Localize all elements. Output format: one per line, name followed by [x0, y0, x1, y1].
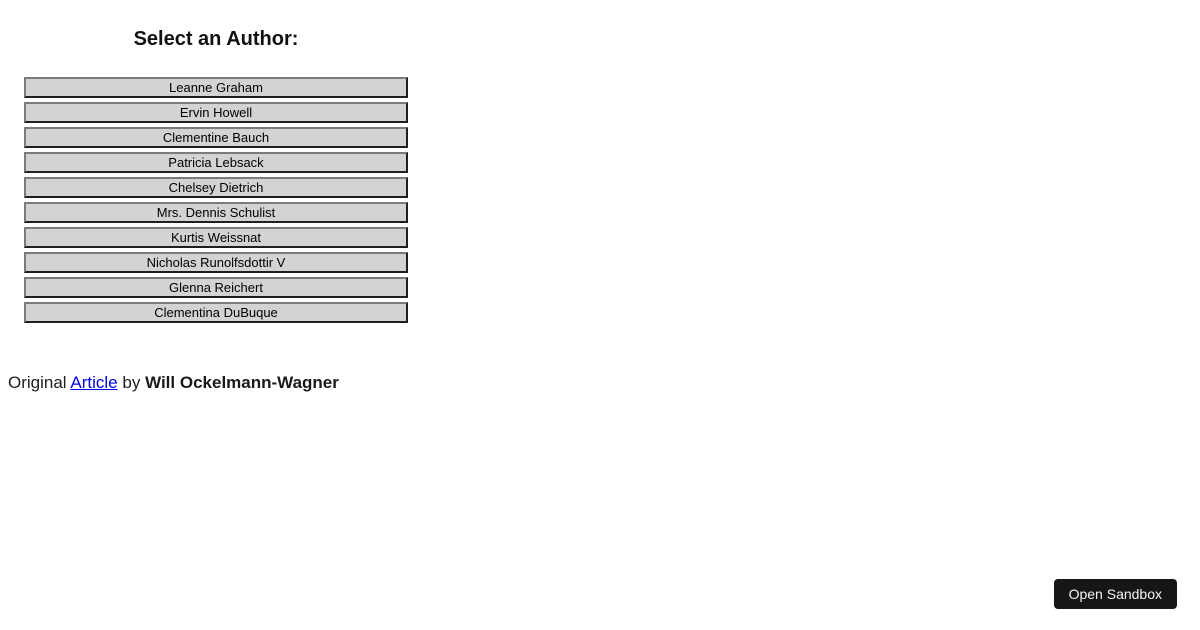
open-sandbox-button[interactable]: Open Sandbox — [1053, 579, 1177, 609]
article-link[interactable]: Article — [70, 373, 118, 392]
author-button[interactable]: Kurtis Weissnat — [24, 227, 408, 248]
author-button[interactable]: Chelsey Dietrich — [24, 177, 408, 198]
credit-middle: by — [122, 373, 141, 392]
author-button[interactable]: Leanne Graham — [24, 77, 408, 98]
author-button[interactable]: Clementine Bauch — [24, 127, 408, 148]
credit-line: Original Article by Will Ockelmann-Wagne… — [8, 372, 339, 394]
author-button[interactable]: Mrs. Dennis Schulist — [24, 202, 408, 223]
author-button[interactable]: Glenna Reichert — [24, 277, 408, 298]
credit-author-name: Will Ockelmann-Wagner — [145, 373, 339, 392]
author-button[interactable]: Ervin Howell — [24, 102, 408, 123]
author-button[interactable]: Clementina DuBuque — [24, 302, 408, 323]
author-button[interactable]: Patricia Lebsack — [24, 152, 408, 173]
credit-prefix: Original — [8, 373, 67, 392]
page-title: Select an Author: — [133, 28, 299, 50]
author-button[interactable]: Nicholas Runolfsdottir V — [24, 252, 408, 273]
